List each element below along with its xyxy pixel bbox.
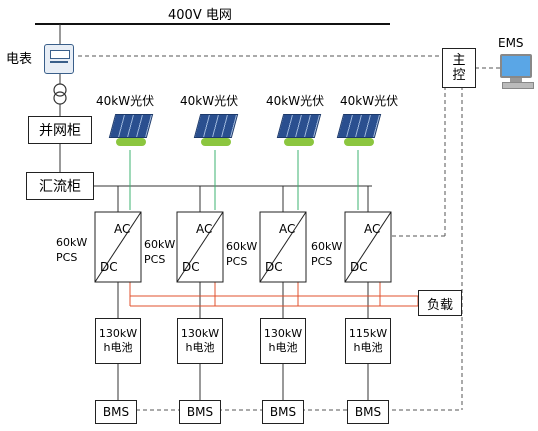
pcs-4-name: PCS [311, 255, 333, 268]
ems-label: EMS [498, 36, 524, 50]
pcs-box-4 [344, 211, 392, 283]
pv-label-2: 40kW光伏 [180, 94, 239, 108]
meter-icon [44, 44, 74, 74]
load-box: 负载 [418, 290, 462, 316]
pcs-3-ac: AC [279, 222, 296, 236]
pcs-1-ac: AC [114, 222, 131, 236]
pcs-4-rating: 60kW [311, 240, 343, 253]
bms-3-label: BMS [269, 405, 297, 419]
grid-tie-cabinet: 并网柜 [28, 116, 92, 144]
pcs-4-dc: DC [350, 260, 368, 274]
computer-icon [500, 54, 532, 78]
bms-4: BMS [347, 400, 389, 424]
pcs-2-rating: 60kW [144, 238, 176, 251]
bms-1: BMS [95, 400, 137, 424]
load-label: 负载 [426, 297, 453, 313]
battery-1: 130kW h电池 [95, 318, 141, 364]
pcs-4-ac: AC [364, 222, 381, 236]
pcs-box-2 [176, 211, 224, 283]
battery-2-type: h电池 [185, 341, 215, 354]
battery-2-capacity: 130kW [180, 327, 220, 340]
pcs-1-rating: 60kW [56, 236, 88, 249]
pv-label-1: 40kW光伏 [96, 94, 155, 108]
solar-panel-icon [193, 114, 239, 138]
grid-label: 400V 电网 [168, 8, 232, 23]
bms-2: BMS [179, 400, 221, 424]
pcs-2-dc: DC [182, 260, 200, 274]
bms-2-label: BMS [186, 405, 214, 419]
pcs-1-dc: DC [100, 260, 118, 274]
battery-4-capacity: 115kW [348, 327, 388, 340]
master-control-box: 主 控 [442, 48, 476, 88]
pcs-3-dc: DC [265, 260, 283, 274]
pv-label-4: 40kW光伏 [340, 94, 399, 108]
battery-2: 130kW h电池 [177, 318, 223, 364]
bms-1-label: BMS [102, 405, 130, 419]
battery-3-capacity: 130kW [263, 327, 303, 340]
master-control-line2: 控 [452, 68, 466, 83]
transformer-icon [53, 83, 67, 97]
pcs-2-ac: AC [196, 222, 213, 236]
grid-tie-cabinet-label: 并网柜 [39, 123, 81, 139]
pcs-2-name: PCS [144, 253, 166, 266]
battery-1-capacity: 130kW [98, 327, 138, 340]
combiner-cabinet: 汇流柜 [26, 172, 94, 200]
pv-label-3: 40kW光伏 [266, 94, 325, 108]
battery-3: 130kW h电池 [260, 318, 306, 364]
battery-3-type: h电池 [268, 341, 298, 354]
solar-panel-icon [108, 114, 154, 138]
battery-4: 115kW h电池 [345, 318, 391, 364]
master-control-line1: 主 [452, 53, 466, 68]
pcs-1-name: PCS [56, 251, 78, 264]
battery-1-type: h电池 [103, 341, 133, 354]
meter-label: 电表 [6, 52, 33, 67]
combiner-cabinet-label: 汇流柜 [39, 179, 81, 195]
pcs-3-rating: 60kW [226, 240, 258, 253]
bms-4-label: BMS [354, 405, 382, 419]
pcs-box-1 [94, 211, 142, 283]
battery-4-type: h电池 [353, 341, 383, 354]
pcs-box-3 [259, 211, 307, 283]
solar-panel-icon [336, 114, 382, 138]
pcs-3-name: PCS [226, 255, 248, 268]
bms-3: BMS [262, 400, 304, 424]
solar-panel-icon [276, 114, 322, 138]
